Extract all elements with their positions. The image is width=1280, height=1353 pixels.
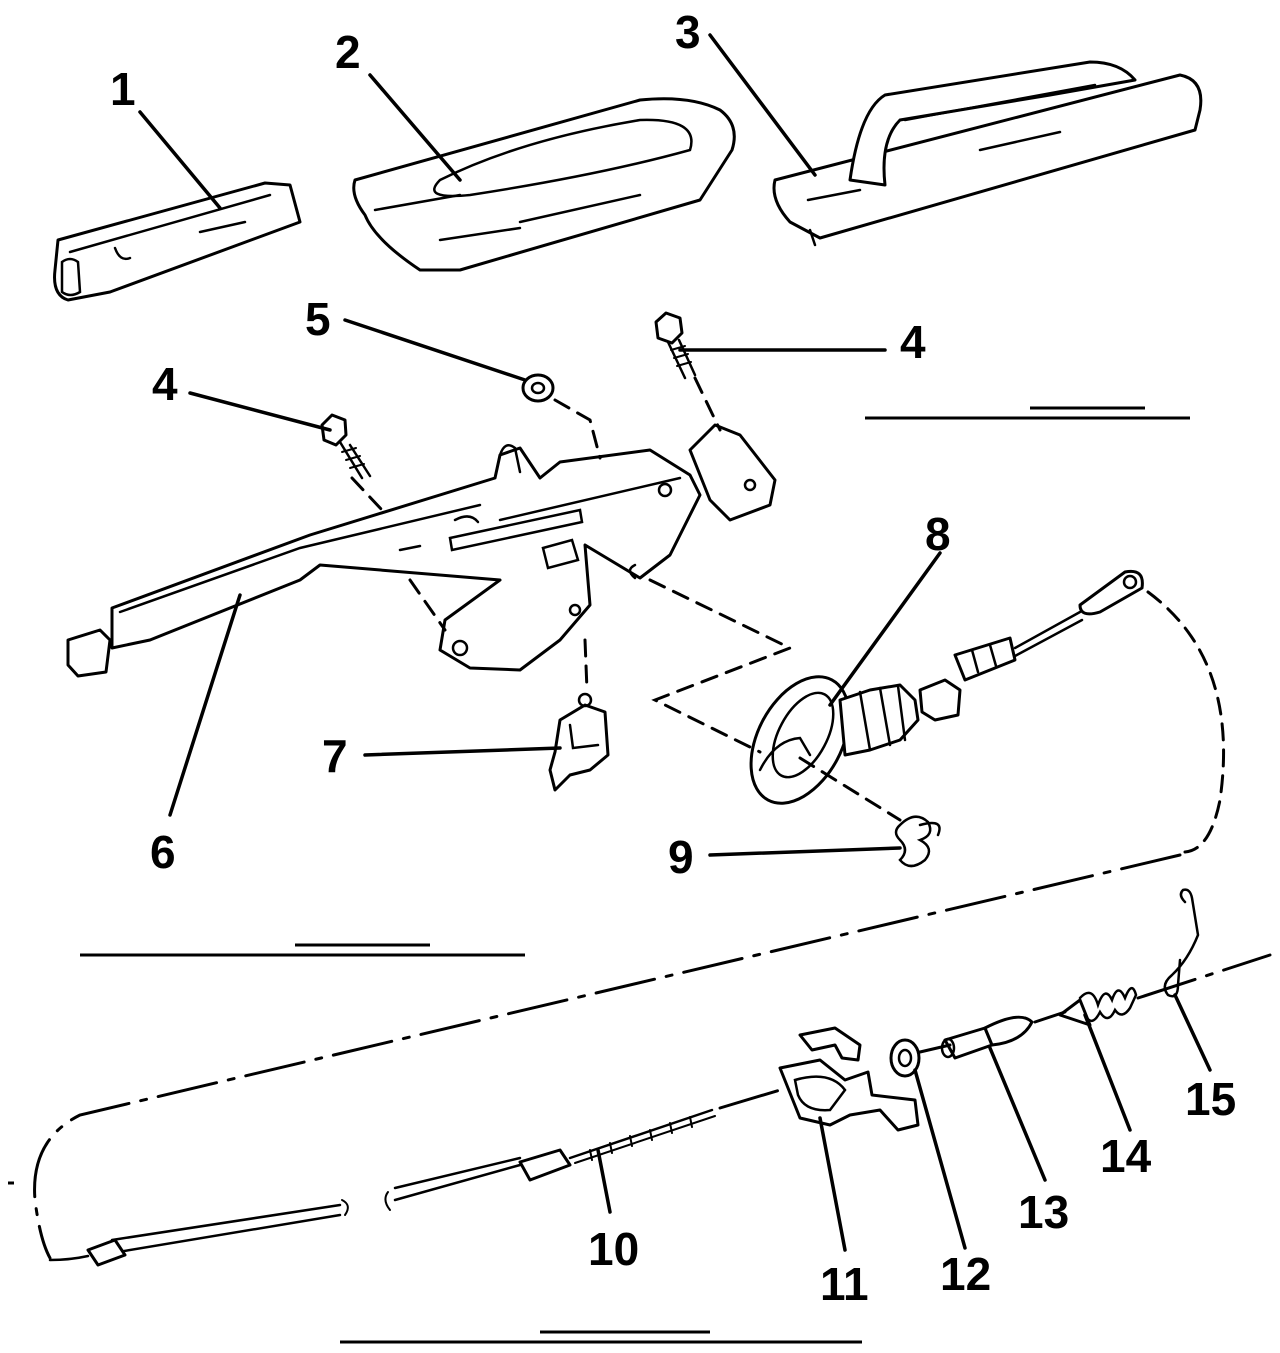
part-8-boot-and-cable-end (749, 569, 1144, 805)
part-9-retainer-clip (894, 815, 941, 868)
callout-11: 11 (820, 1258, 869, 1310)
callout-6: 6 (150, 826, 176, 878)
callout-8: 8 (925, 508, 951, 560)
leader-lines (138, 33, 1212, 1252)
callout-5: 5 (305, 293, 331, 345)
part-1-grip-sleeve (53, 181, 302, 302)
part-2-lever-cover (352, 97, 736, 272)
callout-7: 7 (322, 730, 348, 782)
part-4-bolt-left (320, 413, 372, 480)
part-15-hook-pin (1163, 888, 1200, 998)
part-13-adjuster (940, 1015, 1034, 1060)
callout-13: 13 (1018, 1186, 1069, 1238)
callout-4-left: 4 (152, 358, 178, 410)
callout-14: 14 (1100, 1130, 1152, 1182)
part-6-lever-assembly (66, 423, 777, 678)
callout-1: 1 (110, 63, 136, 115)
callout-15: 15 (1185, 1073, 1236, 1125)
separator-rules (8, 406, 1190, 1344)
callout-12: 12 (940, 1248, 991, 1300)
part-3-console-cover (772, 60, 1203, 247)
part-5-bushing (521, 373, 555, 403)
callout-3: 3 (675, 6, 701, 58)
callout-2: 2 (335, 26, 361, 78)
callout-numbers: 1 2 3 4 5 4 6 7 8 9 10 11 12 13 14 15 (110, 6, 1236, 1310)
callout-4-right: 4 (900, 316, 926, 368)
callout-10: 10 (588, 1223, 639, 1275)
assembly-lines (33, 376, 1272, 1260)
callout-9: 9 (668, 831, 694, 883)
part-14-spring (1058, 987, 1138, 1027)
part-7-clip (548, 692, 610, 792)
part-11-bracket (778, 1026, 920, 1132)
part-4-bolt-right (654, 311, 697, 380)
part-12-nut (889, 1038, 921, 1078)
